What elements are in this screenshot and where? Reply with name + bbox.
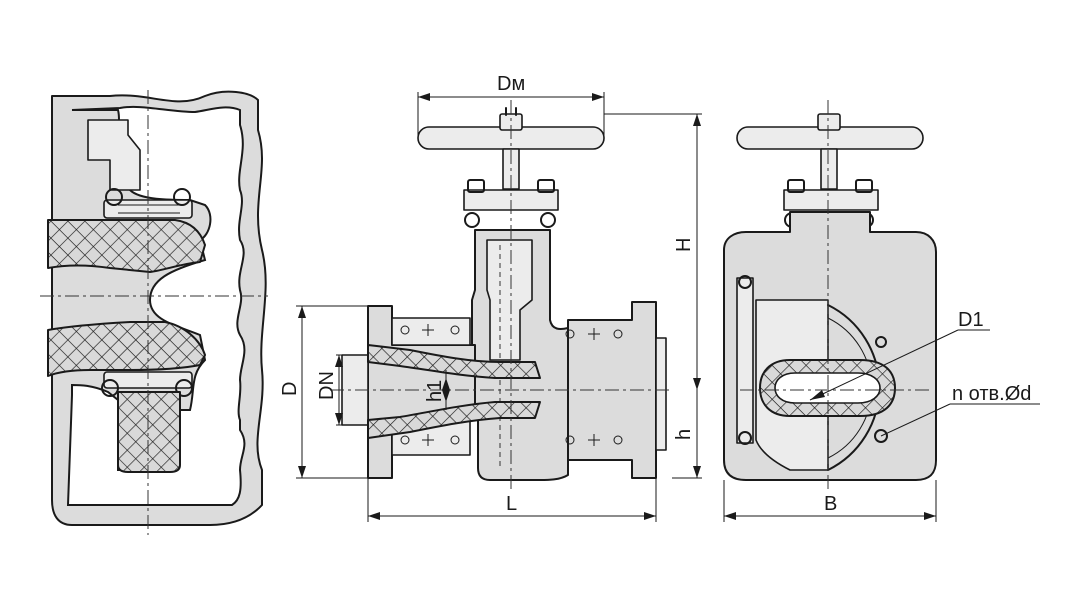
- detail-lower-bolt-right: [175, 379, 193, 397]
- side-view: [723, 100, 937, 490]
- label-dm: Dм: [497, 73, 525, 95]
- label-d: D: [279, 382, 301, 396]
- label-holes: n отв.Ød: [952, 383, 1031, 405]
- holes-leader: [880, 403, 951, 437]
- rubber-sleeve-upper: [367, 344, 541, 379]
- side-stem: [820, 148, 838, 190]
- outlet-bolt-symbols: [565, 328, 623, 446]
- rubber-sleeve-lower: [367, 401, 541, 439]
- side-bolt-hole: [874, 429, 888, 443]
- side-cover-plate: [736, 277, 754, 444]
- detail-section-view: [40, 90, 268, 535]
- label-l: L: [506, 493, 517, 515]
- detail-lower-press-block: [117, 391, 181, 473]
- detail-lower-bolt-left: [101, 379, 119, 397]
- upper-cone-wall: [391, 317, 471, 346]
- detail-upper-sleeve: [47, 219, 206, 273]
- side-hub-nut: [817, 113, 841, 131]
- detail-pressure-block: [87, 119, 141, 191]
- d1-leader: [809, 329, 959, 401]
- label-dn: DN: [316, 371, 338, 400]
- detail-top-bolt-left: [105, 188, 123, 206]
- outlet-spigot: [655, 337, 667, 451]
- label-h-axis: h: [673, 429, 695, 440]
- bonnet-bolt-left: [467, 179, 485, 193]
- detail-inner-cavity: [66, 105, 246, 506]
- label-h-total: H: [673, 238, 695, 252]
- inlet-bolt-symbols: [400, 324, 460, 446]
- label-d1: D1: [958, 309, 984, 331]
- dimension-labels: Dм H D1 n отв.Ød D DN h1 h L B: [279, 73, 1031, 515]
- detail-top-bolt-right: [173, 188, 191, 206]
- detail-lower-sleeve: [47, 321, 206, 377]
- label-h1: h1: [424, 380, 446, 402]
- front-view: [330, 100, 672, 490]
- side-bonnet: [783, 189, 879, 211]
- label-b: B: [824, 493, 837, 515]
- bonnet-nut-right: [540, 212, 556, 228]
- bonnet-nut-left: [464, 212, 480, 228]
- bonnet-bolt-right: [537, 179, 555, 193]
- body-inner-detail: [486, 239, 533, 361]
- dimension-lines: [296, 92, 1040, 522]
